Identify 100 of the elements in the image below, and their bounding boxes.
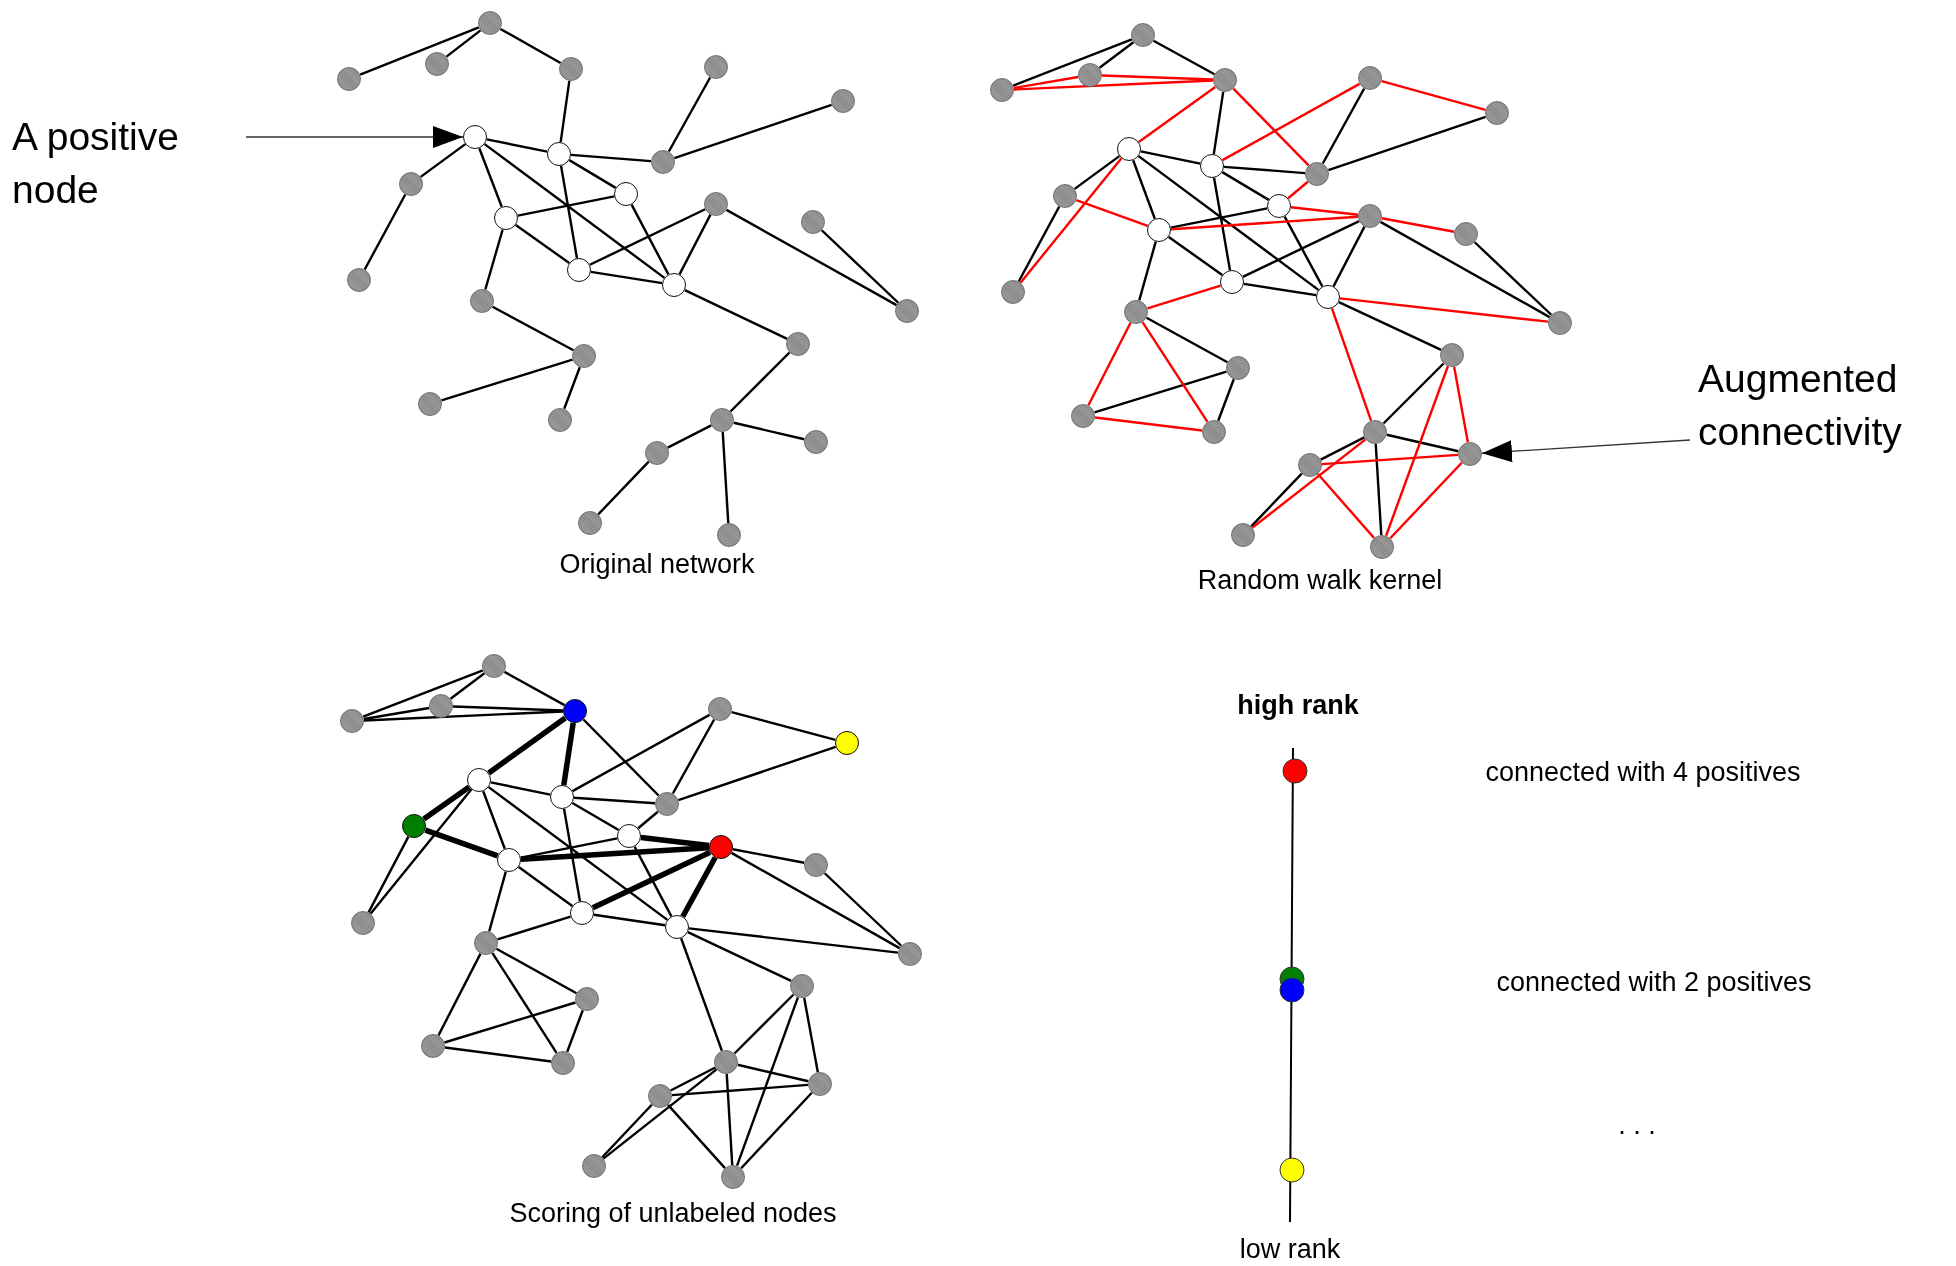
network-node	[1213, 68, 1237, 92]
network-node	[1001, 280, 1025, 304]
network-edge	[359, 26, 480, 76]
network-node	[347, 268, 371, 292]
network-node	[990, 78, 1014, 102]
network-edge	[362, 669, 484, 718]
network-edge	[1382, 362, 1445, 425]
network-edge	[1374, 443, 1383, 536]
network-node	[478, 11, 502, 35]
network-edge	[561, 722, 576, 786]
network-edge	[1132, 159, 1156, 220]
network-node	[550, 785, 574, 809]
network-edge	[1330, 307, 1373, 422]
network-edge	[1012, 38, 1133, 87]
network-node	[1071, 404, 1095, 428]
callout-arrow	[245, 126, 464, 148]
network-edge	[671, 718, 716, 795]
network-edge	[444, 1001, 576, 1044]
network-node	[1316, 285, 1340, 309]
network-edge	[1217, 378, 1235, 422]
network-node	[1220, 270, 1244, 294]
network-node	[567, 258, 591, 282]
network-edge	[369, 788, 473, 915]
network-edge	[803, 997, 819, 1073]
rank-label: connected with 2 positives	[1496, 968, 1812, 998]
network-node	[425, 52, 449, 76]
network-node	[655, 792, 679, 816]
caption: Original network	[559, 550, 755, 580]
network-edge	[1075, 198, 1149, 228]
axis-label: high rank	[1237, 691, 1359, 721]
network-node	[559, 57, 583, 81]
network-edge	[441, 358, 573, 402]
network-edge	[601, 1103, 653, 1159]
network-edge	[1338, 301, 1442, 351]
network-node	[709, 835, 733, 859]
network-node	[1200, 154, 1224, 178]
network-node	[1485, 101, 1509, 125]
network-edge	[571, 713, 711, 793]
network-node	[1454, 222, 1478, 246]
network-edge	[1094, 370, 1227, 414]
network-edge	[1223, 165, 1306, 175]
network-node	[714, 1050, 738, 1074]
network-edge	[486, 138, 548, 153]
network-edge	[671, 1083, 809, 1097]
network-edge	[737, 1063, 809, 1083]
network-edge	[589, 208, 706, 266]
network-edge	[1087, 322, 1132, 406]
network-node	[665, 915, 689, 939]
network-edge	[678, 214, 712, 275]
network-node	[578, 511, 602, 535]
network-node	[351, 911, 375, 935]
network-edge	[1137, 155, 1320, 291]
network-edge	[1212, 177, 1232, 271]
network-edge	[740, 1091, 813, 1170]
network-edge	[1320, 436, 1365, 461]
caption: Random walk kernel	[1197, 566, 1443, 596]
network-edge	[733, 421, 805, 441]
network-node	[648, 1084, 672, 1108]
network-node	[340, 709, 364, 733]
network-node	[1298, 453, 1322, 477]
network-edge	[570, 153, 652, 163]
network-node	[563, 699, 587, 723]
network-edge	[363, 710, 564, 722]
network-edge	[630, 204, 670, 275]
network-edge	[1283, 216, 1324, 287]
network-edge	[1141, 321, 1209, 423]
network-edge	[1328, 115, 1487, 172]
network-edge	[444, 1046, 552, 1063]
network-node	[482, 654, 506, 678]
network-edge	[721, 431, 730, 524]
network-edge	[1170, 207, 1268, 229]
network-node	[1131, 23, 1155, 47]
network-edge	[1138, 241, 1157, 301]
network-node	[1226, 356, 1250, 380]
network-node	[1147, 218, 1171, 242]
network-edge	[725, 208, 898, 307]
network-node	[1124, 300, 1148, 324]
network-edge	[591, 849, 712, 911]
network-edge	[1242, 220, 1360, 278]
caption: Scoring of unlabeled nodes	[509, 1199, 837, 1229]
network-node	[1458, 442, 1482, 466]
network-edge	[367, 836, 410, 913]
network-edge	[1473, 241, 1553, 316]
network-edge	[820, 229, 900, 304]
network-edge	[419, 143, 467, 178]
network-edge	[1386, 433, 1459, 453]
network-edge	[1389, 461, 1463, 540]
network-node	[418, 392, 442, 416]
network-edge	[1221, 171, 1270, 201]
network-edge	[590, 270, 663, 285]
network-node	[399, 172, 423, 196]
network-edge	[597, 460, 650, 516]
network-edge	[1381, 217, 1455, 233]
network-edge	[518, 866, 573, 907]
network-edge	[452, 705, 564, 712]
network-edge	[487, 786, 669, 921]
network-edge	[670, 1066, 716, 1092]
rank-label: . . .	[1618, 1111, 1656, 1141]
network-node	[1117, 137, 1141, 161]
network-node	[786, 332, 810, 356]
